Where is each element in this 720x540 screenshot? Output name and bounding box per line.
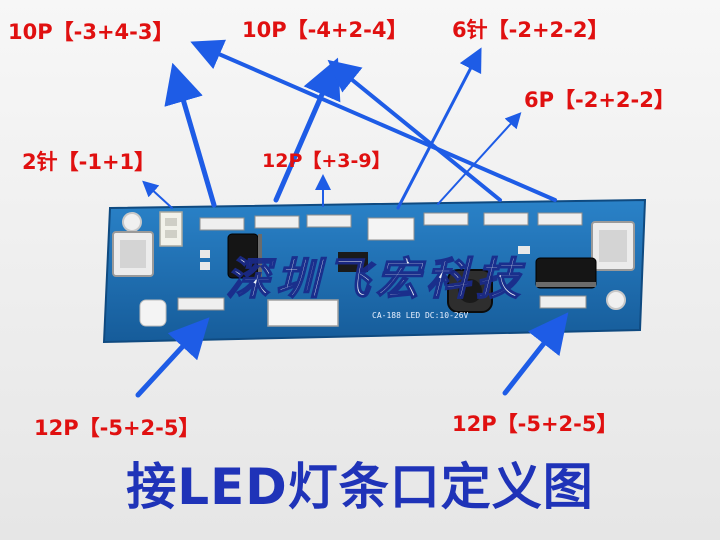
mount-slot [139,299,167,327]
arrow-10p-mid-2 [327,59,502,202]
connector-10p-mid [254,215,300,229]
connector-10p-left [199,217,245,231]
connector-6p [423,212,469,226]
arrow-10p-left-2 [190,39,557,202]
connector-2pin [159,211,183,247]
mount-hole [122,212,142,232]
pin-header [267,299,339,327]
arrow-2pin [142,180,173,209]
connector-12p-top [306,214,352,228]
arrow-6p [437,112,522,205]
mount-hole [606,290,626,310]
arrow-12p-bottom-right [502,312,569,396]
watermark-text: 深圳飞宏科技 [225,254,526,305]
board-silkscreen: CA-188 LED DC:10-26V [372,311,469,320]
connector-6pin [367,217,415,241]
label-6pin: 6针【-2+2-2】 [452,18,609,42]
arrow-12p-bottom-left [135,317,210,398]
arrow-10p-left [164,62,217,208]
label-12p-bottom-left: 12P【-5+2-5】 [34,416,200,440]
connector-10p-right [483,212,529,226]
connector-12p-bottom-right [539,295,587,309]
label-10p-left: 10P【-3+4-3】 [8,20,174,44]
connector-12p-bottom-left [177,297,225,311]
page-title: 接LED灯条口定义图 [126,458,594,516]
capacitor-right [535,257,597,289]
pcb-board [102,198,647,344]
label-10p-mid: 10P【-4+2-4】 [242,18,408,42]
label-2pin: 2针【-1+1】 [22,150,156,174]
label-12p-top: 12P【+3-9】 [262,150,391,172]
label-12p-bottom-right: 12P【-5+2-5】 [452,412,618,436]
arrow-6pin [396,47,482,210]
annotation-arrows [135,39,569,398]
label-6p: 6P【-2+2-2】 [524,88,675,112]
connector-10p-far-right [537,212,583,226]
ic-chip [338,252,368,272]
